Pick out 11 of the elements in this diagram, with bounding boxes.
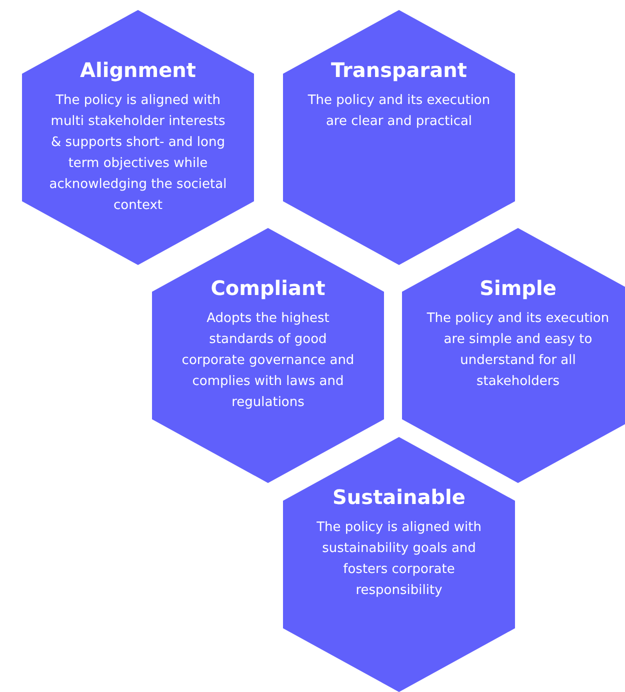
card-title: Simple — [478, 276, 558, 300]
card-title: Alignment — [79, 58, 197, 82]
card-description: The policy is aligned with sustainability goals and fosters corporate responsibility — [316, 519, 482, 600]
card-description: The policy and its execution are clear and practical — [307, 92, 491, 131]
card-description: The policy and its execution are simple and easy to understand for all stakeholders — [426, 310, 610, 391]
card-description: The policy is aligned with multi stakeholder interests & supports short- and long term objectives while acknowledging the societal context — [48, 92, 228, 215]
card-title: Transparant — [330, 58, 468, 82]
card-title: Sustainable — [332, 485, 466, 509]
card-title: Compliant — [210, 276, 326, 300]
hexagon-card — [283, 437, 515, 692]
card-description: Adopts the highest standards of good corporate governance and complies with laws and regulations — [180, 310, 356, 412]
